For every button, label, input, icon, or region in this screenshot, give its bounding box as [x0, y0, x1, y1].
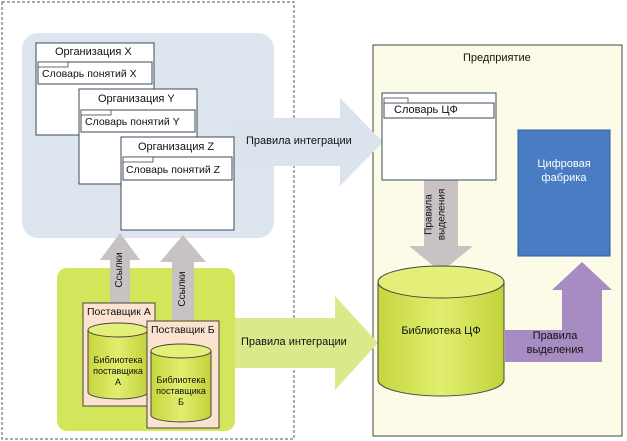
org-z-title: Организация Z	[138, 141, 215, 153]
org-y-title: Организация Y	[98, 93, 175, 105]
digital-factory-box	[517, 129, 611, 257]
selection-rules-right-label-2: выделения	[526, 344, 584, 356]
org-x-title: Организация X	[55, 46, 132, 58]
supplier-a-library-line2: поставщика	[93, 366, 143, 376]
supplier-b-title: Поставщик Б	[151, 324, 215, 336]
supplier-b-box	[146, 320, 220, 429]
supplier-a-box	[82, 302, 156, 407]
library-cf-cylinder	[377, 265, 505, 397]
supplier-b-library-line1: Библиотека	[156, 375, 206, 385]
enterprise-dictionary-window	[381, 92, 497, 181]
digital-factory-line2: фабрика	[541, 172, 587, 184]
integration-rules-bottom-label: Правила интеграции	[241, 336, 347, 348]
selection-rules-purple-arrow	[505, 262, 612, 362]
supplier-a-library-line1: Библиотека	[93, 355, 143, 365]
supplier-a-title: Поставщик А	[87, 306, 151, 318]
selection-rules-down-arrow	[409, 180, 473, 272]
org-y-dictionary: Словарь понятий Y	[85, 116, 180, 128]
selection-rules-down-label-1: Правила	[423, 194, 435, 235]
org-x-dictionary: Словарь понятий X	[42, 68, 137, 80]
selection-rules-down-label-2: выделения	[436, 188, 448, 241]
integration-rules-top-arrow	[232, 98, 383, 186]
org-z-window	[120, 136, 235, 231]
digital-factory-line1: Цифровая	[537, 158, 591, 170]
org-z-dictionary: Словарь понятий Z	[126, 164, 221, 176]
links-arrow-2	[160, 235, 206, 320]
library-cf-label: Библиотека ЦФ	[401, 325, 481, 337]
links-label-1: Ссылки	[114, 252, 125, 288]
links-label-2: Ссылки	[177, 271, 188, 307]
supplier-a-library-line3: А	[114, 377, 121, 387]
integration-rules-top-label: Правила интеграции	[246, 135, 352, 147]
supplier-b-library-line2: поставщика	[156, 386, 206, 396]
selection-rules-right-label-1: Правила	[532, 330, 578, 342]
integration-rules-bottom-arrow	[235, 296, 378, 390]
enterprise-title: Предприятие	[463, 52, 531, 64]
supplier-b-library-line3: Б	[178, 397, 184, 407]
links-arrow-1	[100, 233, 140, 305]
enterprise-dictionary-label: Словарь ЦФ	[394, 104, 458, 116]
